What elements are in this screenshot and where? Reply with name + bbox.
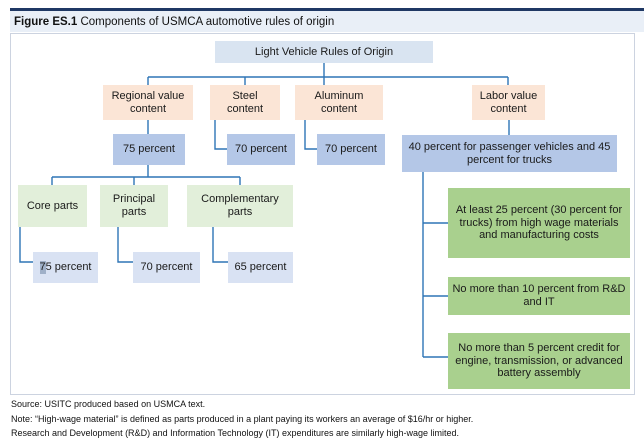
node-steel-content: Steel content <box>210 85 280 120</box>
node-labor-threshold: 40 percent for passenger vehicles and 45… <box>402 135 617 172</box>
node-principal-parts-threshold: 70 percent <box>133 252 200 283</box>
threshold-rest: 5 percent <box>45 261 92 274</box>
rd-it-note: Research and Development (R&D) and Infor… <box>11 428 460 438</box>
node-complementary-parts: Complementary parts <box>187 185 293 227</box>
node-steel-threshold: 70 percent <box>227 134 295 165</box>
node-labor-rule-high-wage: At least 25 percent (30 percent for truc… <box>448 188 630 258</box>
node-aluminum-content: Aluminum content <box>295 85 383 120</box>
node-labor-rule-credit: No more than 5 percent credit for engine… <box>448 333 630 389</box>
node-labor-rule-rd-it: No more than 10 percent from R&D and IT <box>448 277 630 315</box>
source-note: Source: USITC produced based on USMCA te… <box>11 399 206 409</box>
node-complementary-parts-threshold: 65 percent <box>228 252 293 283</box>
node-regional-threshold: 75 percent <box>113 134 185 165</box>
node-principal-parts: Principal parts <box>100 185 168 227</box>
node-core-parts: Core parts <box>18 185 87 227</box>
high-wage-note: Note: “High-wage material” is defined as… <box>11 413 474 424</box>
node-regional-value-content: Regional value content <box>103 85 193 120</box>
figure-title-text: Components of USMCA automotive rules of … <box>77 15 335 28</box>
highlighted-digit: 7 <box>39 261 46 274</box>
figure-label: Figure ES.1 <box>14 15 78 28</box>
figure-title-bar: Figure ES.1 Components of USMCA automoti… <box>10 8 644 32</box>
figure-notes: Source: USITC produced based on USMCA te… <box>11 397 641 438</box>
node-aluminum-threshold: 70 percent <box>317 134 385 165</box>
node-light-vehicle-rules: Light Vehicle Rules of Origin <box>215 41 433 63</box>
node-labor-value-content: Labor value content <box>472 85 545 120</box>
